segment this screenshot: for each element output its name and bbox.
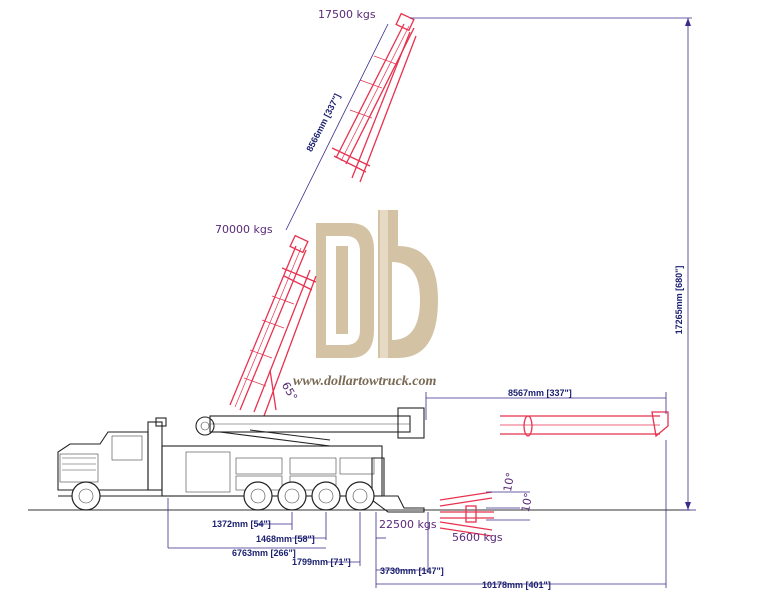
dim-3730: 3730mm [147"] (380, 566, 444, 576)
lower-boom (229, 234, 317, 417)
height-label: 17265mm [680"] (674, 266, 684, 335)
load-rear-under: 5600 kgs (452, 531, 503, 544)
upper-boom (331, 12, 417, 183)
dim-10178: 10178mm [401"] (482, 580, 551, 590)
dim-1799: 1799mm [71"] (292, 557, 351, 567)
extended-under-boom (500, 411, 669, 438)
watermark-url: www.dollartowtruck.com (293, 374, 437, 389)
dim-1468: 1468mm [58"] (256, 534, 315, 544)
underlift-positions (439, 491, 530, 537)
under-reach-dimension: 8567mm [337"] (425, 388, 667, 420)
under-reach-label: 8567mm [337"] (508, 388, 572, 398)
boom-ext-label: 8566mm [337"] (304, 92, 342, 153)
stowed-boom (195, 407, 425, 447)
truck (57, 417, 425, 513)
angle-under-b: 10° (519, 492, 535, 513)
logo-watermark (316, 210, 438, 358)
dim-1372: 1372mm [54"] (212, 519, 271, 529)
dim-6763: 6763mm [266"] (232, 548, 296, 558)
load-rear-low: 22500 kgs (379, 518, 437, 531)
bottom-dimensions (167, 440, 667, 588)
load-top: 17500 kgs (318, 8, 376, 21)
load-mid: 70000 kgs (215, 223, 273, 236)
angle-under-a: 10° (501, 471, 517, 492)
height-dimension: 17265mm [680"] (410, 17, 696, 511)
